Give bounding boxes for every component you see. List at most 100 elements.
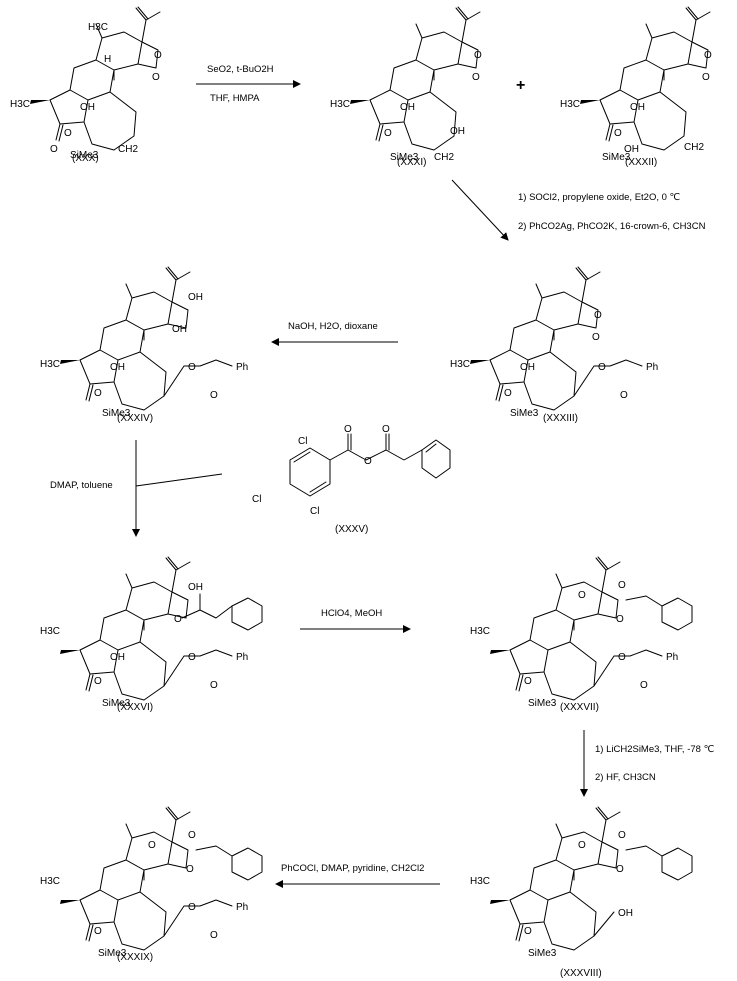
atom-o: O (614, 128, 622, 139)
atom-o: O (594, 310, 602, 321)
atom-o: O (344, 424, 352, 435)
atom-oh: OH (630, 102, 645, 113)
atom-sime3: SiMe3 (528, 948, 557, 959)
atom-oh: OH (172, 324, 187, 335)
atom-o: O (50, 144, 58, 155)
atom-o: O (620, 390, 628, 401)
atom-ph: Ph (236, 902, 248, 913)
atom-o: O (174, 614, 182, 625)
label-XXXIII: (XXXIII) (543, 413, 578, 424)
compound-XXXIX: H3C O SiMe3 O O O O Ph O (40, 806, 263, 959)
atom-o: O (94, 926, 102, 937)
atom-o: O (186, 864, 194, 875)
condition-step6-line1: 1) LiCH2SiMe3, THF, -78 ℃ (595, 744, 715, 755)
atom-o: O (154, 50, 162, 61)
compound-XXXVI: H3C OH O SiMe3 OH O O Ph O (40, 556, 263, 709)
atom-sime3: SiMe3 (102, 698, 131, 709)
atom-h3c: H3C (40, 626, 60, 637)
atom-sime3: SiMe3 (70, 150, 99, 161)
atom-o: O (152, 72, 160, 83)
atom-o: O (64, 128, 72, 139)
label-XXXV: (XXXV) (335, 524, 368, 535)
label-XXXVI: (XXXVI) (117, 702, 153, 713)
plus-sign: + (516, 77, 525, 94)
atom-oh: OH (450, 126, 465, 137)
atom-oh: OH (188, 582, 203, 593)
atom-cl: Cl (310, 506, 319, 517)
atom-o: O (382, 424, 390, 435)
atom-h3c: H3C (40, 359, 60, 370)
atom-ph: Ph (236, 652, 248, 663)
label-XXXVIII: (XXXVIII) (560, 968, 602, 979)
reagent-join-line (135, 473, 223, 487)
label-XXXI: (XXXI) (397, 157, 426, 168)
atom-o: O (592, 332, 600, 343)
atom-o: O (94, 676, 102, 687)
atom-h3c: H3C (560, 99, 580, 110)
condition-step4: DMAP, toluene (50, 480, 113, 491)
atom-o: O (188, 902, 196, 913)
atom-h: H (104, 54, 111, 65)
atom-o: O (364, 456, 372, 467)
atom-sime3: SiMe3 (390, 152, 419, 163)
atom-ch2: CH2 (434, 152, 454, 163)
label-XXX: (XXX) (72, 153, 99, 164)
atom-o: O (702, 72, 710, 83)
atom-o: O (188, 652, 196, 663)
atom-ch2: CH2 (684, 142, 704, 153)
condition-step1-line1: SeO2, t-BuO2H (207, 64, 274, 75)
atom-o: O (474, 50, 482, 61)
compound-XXXVII: H3C O SiMe3 O O O O Ph O (470, 556, 693, 709)
atom-o: O (210, 680, 218, 691)
label-XXXIV: (XXXIV) (117, 413, 153, 424)
atom-oh: OH (80, 102, 95, 113)
atom-h3c: H3C (470, 876, 490, 887)
atom-cl: Cl (252, 494, 261, 505)
compound-XXXII: H3C OH O SiMe3 OH CH2 O O (560, 6, 712, 163)
label-XXXVII: (XXXVII) (560, 702, 599, 713)
atom-o: O (148, 840, 156, 851)
atom-sime3: SiMe3 (602, 152, 631, 163)
atom-o: O (188, 362, 196, 373)
atom-h3c: H3C (450, 359, 470, 370)
atom-h3c: H3C (40, 876, 60, 887)
atom-o: O (384, 128, 392, 139)
atom-o: O (524, 676, 532, 687)
condition-step5: HClO4, MeOH (321, 608, 382, 619)
atom-oh: OH (188, 292, 203, 303)
atom-o: O (616, 614, 624, 625)
compound-XXX: H3C O OH O SiMe3 CH2 O O H H3C (10, 6, 162, 161)
condition-step1-line2: THF, HMPA (210, 93, 260, 104)
compound-XXXVIII: H3C O SiMe3 O O O OH (470, 806, 693, 959)
compound-XXXIII: H3C OH O SiMe3 O O O Ph O (450, 266, 658, 419)
condition-step7: PhCOCl, DMAP, pyridine, CH2Cl2 (281, 863, 424, 874)
atom-h3c: H3C (88, 22, 108, 33)
atom-o: O (578, 840, 586, 851)
atom-o: O (704, 50, 712, 61)
atom-o: O (616, 864, 624, 875)
label-XXXII: (XXXII) (625, 157, 657, 168)
compound-XXXI: H3C OH O SiMe3 OH CH2 O O (330, 6, 482, 163)
atom-o: O (578, 590, 586, 601)
atom-oh: OH (110, 652, 125, 663)
atom-sime3: SiMe3 (510, 408, 539, 419)
atom-o: O (94, 388, 102, 399)
atom-h3c: H3C (470, 626, 490, 637)
atom-oh: OH (618, 908, 633, 919)
atom-sime3: SiMe3 (528, 698, 557, 709)
atom-h3c: H3C (330, 99, 350, 110)
condition-step6-line2: 2) HF, CH3CN (595, 772, 656, 783)
atom-o: O (618, 830, 626, 841)
condition-step3: NaOH, H2O, dioxane (288, 321, 378, 332)
atom-o: O (210, 930, 218, 941)
atom-sime3: SiMe3 (98, 948, 127, 959)
label-XXXIX: (XXXIX) (117, 952, 153, 963)
atom-o: O (504, 388, 512, 399)
atom-oh: OH (624, 144, 639, 155)
atom-o: O (524, 926, 532, 937)
atom-oh: OH (520, 362, 535, 373)
atom-sime3: SiMe3 (102, 408, 131, 419)
atom-cl: Cl (298, 436, 307, 447)
atom-o: O (472, 72, 480, 83)
